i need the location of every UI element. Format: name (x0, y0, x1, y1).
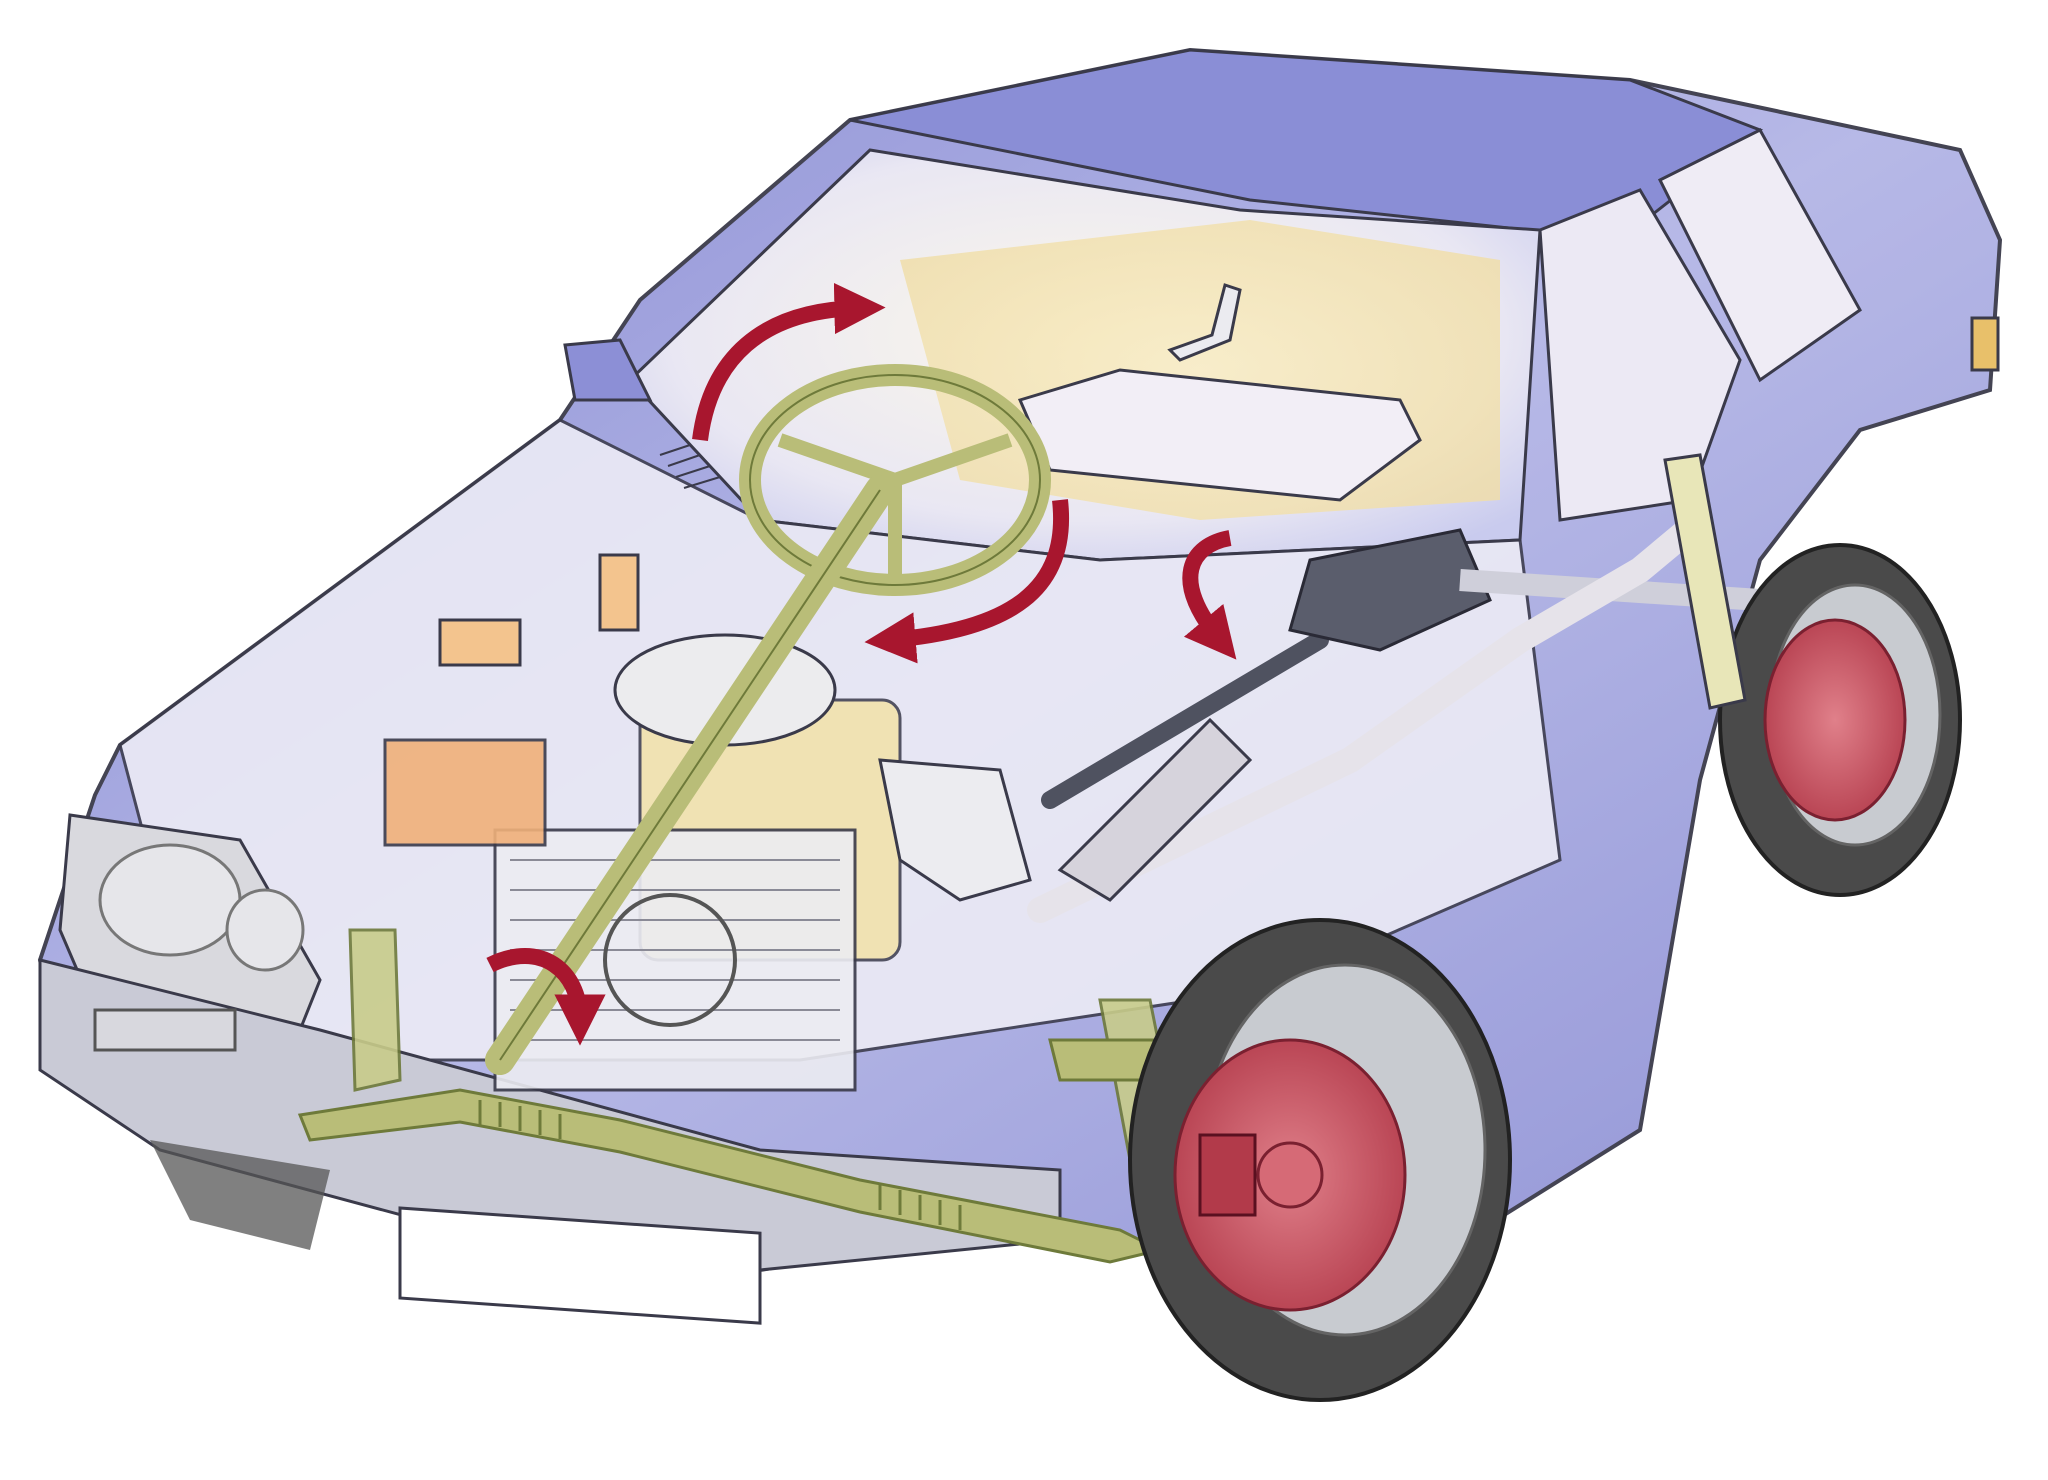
rotation-arrows (486, 282, 1237, 1046)
curved-arrow-icon (486, 948, 606, 1046)
brake-drum (1763, 618, 1907, 822)
rear-wheel (1663, 453, 1962, 897)
exhaust (1027, 507, 1713, 923)
curved-arrow-icon (1182, 530, 1237, 660)
suspension-strut-left (348, 928, 402, 1092)
interior (900, 220, 1500, 520)
front-wheel (1128, 918, 1512, 1402)
propeller-shaft (1041, 631, 1329, 809)
curved-arrow-icon (692, 282, 886, 442)
number-plate (398, 1206, 762, 1325)
brake-caliper (1198, 1133, 1257, 1217)
curved-arrow-icon (864, 499, 1070, 664)
differential (1288, 528, 1492, 652)
wheel-left-shadow (150, 1140, 330, 1250)
headlight (98, 843, 242, 957)
rear-shock-absorber (1663, 453, 1747, 710)
fog-light (93, 1008, 237, 1052)
cooling-fan (603, 893, 737, 1027)
coil (598, 553, 640, 632)
steering-rack (297, 1088, 1165, 1264)
battery (383, 738, 547, 847)
drivetrain (1027, 507, 1761, 923)
